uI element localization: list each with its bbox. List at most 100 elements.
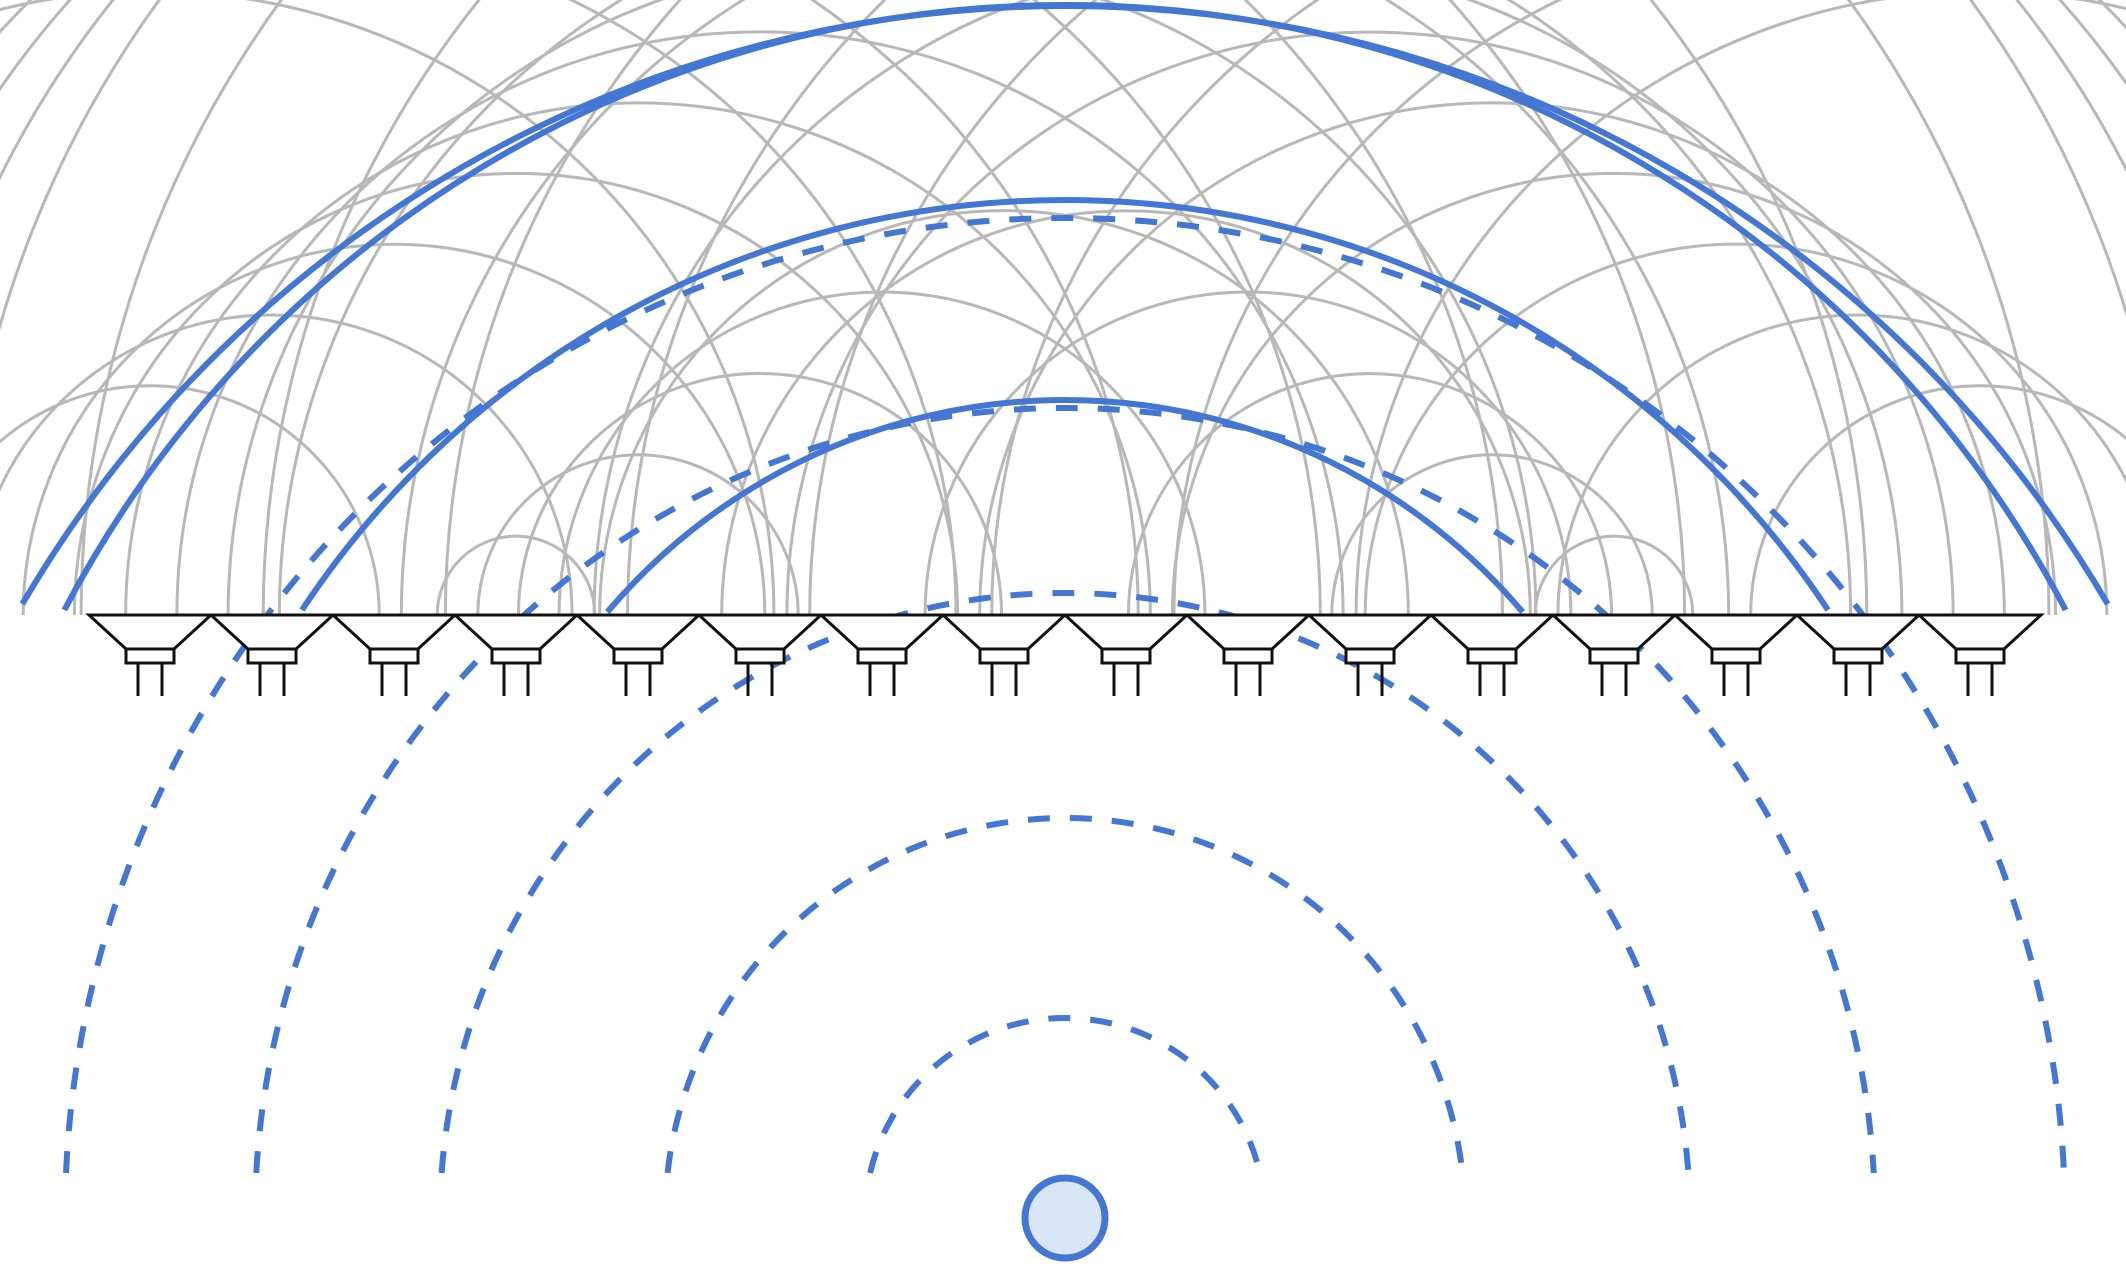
wavelet-arc	[226, 0, 1538, 616]
incident-wave-arc	[664, 815, 1466, 1174]
speaker-magnet	[734, 647, 786, 665]
wavefront-arc-outer	[19, 3, 2111, 606]
loudspeaker	[329, 613, 459, 696]
wavelet-arc	[567, 0, 958, 616]
speaker-cone	[1183, 613, 1313, 651]
loudspeaker-array	[85, 613, 2045, 696]
wavelet-arc	[0, 0, 1687, 616]
wavelet-arc	[277, 0, 1731, 616]
speaker-magnet	[1588, 647, 1640, 665]
wavelet-arc	[600, 211, 1409, 615]
wavelet-arc	[592, 0, 1904, 616]
speaker-cone	[1671, 613, 1801, 651]
wavelet-arc	[81, 0, 2126, 615]
speaker-magnet	[856, 647, 908, 665]
wavelet-arc	[0, 384, 381, 616]
loudspeaker	[573, 613, 703, 696]
incident-waves	[63, 214, 2067, 1174]
wavefront-arc	[605, 397, 1525, 614]
wavelet-arc	[785, 30, 1955, 616]
speaker-cone	[939, 613, 1069, 651]
loudspeaker	[1915, 613, 2045, 696]
loudspeaker	[817, 613, 947, 696]
speaker-magnet	[490, 647, 542, 665]
wavelet-arc	[810, 0, 1140, 616]
loudspeaker	[1305, 613, 1435, 696]
wavelet-arc	[923, 290, 1573, 616]
speaker-cone	[329, 613, 459, 651]
speaker-cone	[1549, 613, 1679, 651]
speaker-cone	[85, 613, 215, 651]
virtual-source	[1021, 1174, 1109, 1262]
wavelet-arc	[1174, 0, 2126, 615]
incident-wave-arc	[63, 214, 2067, 1174]
synthesized-wavefronts	[19, 1, 2111, 614]
wavelet-arc	[263, 0, 2126, 615]
loudspeaker	[451, 613, 581, 696]
wavelet-arc	[21, 242, 767, 616]
wavelet-arc	[0, 0, 776, 616]
speaker-magnet	[1954, 647, 2006, 665]
speaker-magnet	[1832, 647, 1884, 665]
speaker-cone	[1305, 613, 1435, 651]
wavelet-arc	[1170, 171, 2058, 616]
wavelet-arc	[124, 101, 1152, 616]
wavelet-arc	[0, 0, 1504, 616]
speaker-magnet	[1344, 647, 1396, 665]
wavelet-arc	[0, 0, 1867, 615]
speaker-magnet	[612, 647, 664, 665]
speaker-magnet	[978, 647, 1030, 665]
wavelet-arc	[990, 0, 1320, 616]
wavelet-arc	[443, 0, 2126, 616]
loudspeaker	[1671, 613, 1801, 696]
wavefront-arc	[61, 1, 2069, 612]
incident-wave-arc	[253, 404, 1877, 1174]
speaker-cone	[573, 613, 703, 651]
secondary-wavelets	[0, 0, 2126, 615]
wavefront-arc	[299, 197, 1831, 612]
wavelet-arc	[1363, 242, 2109, 616]
incident-wave-arc	[438, 589, 1692, 1174]
speaker-magnet	[1466, 647, 1518, 665]
wavelet-arc	[0, 313, 574, 616]
loudspeaker	[1061, 613, 1191, 696]
loudspeaker	[1427, 613, 1557, 696]
wavelet-arc	[399, 0, 1853, 616]
speaker-magnet	[246, 647, 298, 665]
speaker-magnet	[1710, 647, 1762, 665]
speaker-cone	[1793, 613, 1923, 651]
speaker-cone	[451, 613, 581, 651]
loudspeaker	[695, 613, 825, 696]
loudspeaker	[939, 613, 1069, 696]
wavelet-arc	[626, 0, 2126, 616]
wavelet-arc	[1749, 384, 2126, 616]
loudspeaker	[207, 613, 337, 696]
wavelet-arc	[1556, 313, 2126, 616]
speaker-cone	[695, 613, 825, 651]
wavelet-arc	[72, 171, 960, 616]
wavelet-arc	[1533, 534, 1695, 616]
speaker-cone	[1427, 613, 1557, 651]
wavelet-arc	[720, 210, 1532, 616]
wavelet-arc	[810, 0, 2126, 615]
speaker-magnet	[124, 647, 176, 665]
wavelet-arc	[0, 0, 2049, 615]
speaker-magnet	[1100, 647, 1152, 665]
wavelet-arc	[175, 30, 1345, 616]
speaker-cone	[817, 613, 947, 651]
wavelet-arc	[476, 453, 800, 616]
speaker-magnet	[1222, 647, 1274, 665]
speaker-magnet	[368, 647, 420, 665]
speaker-cone	[207, 613, 337, 651]
speaker-cone	[1061, 613, 1191, 651]
incident-wave-arc	[867, 1015, 1263, 1174]
wavelet-arc	[1128, 374, 1611, 615]
loudspeaker	[1793, 613, 1923, 696]
loudspeaker	[1549, 613, 1679, 696]
loudspeaker	[1183, 613, 1313, 696]
wavelet-arc	[978, 101, 2006, 616]
wavelet-arc	[1330, 453, 1654, 616]
speaker-cone	[1915, 613, 2045, 651]
wavelet-arc	[1354, 0, 2126, 616]
